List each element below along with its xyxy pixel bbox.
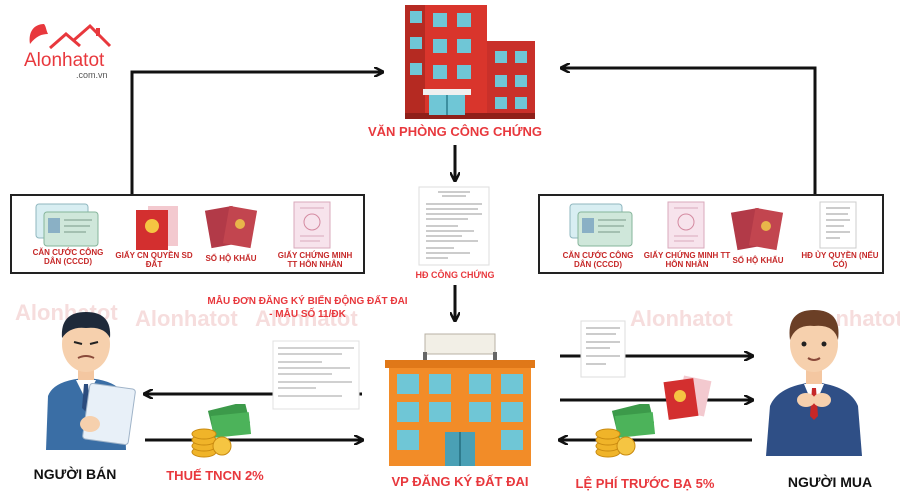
tax-payment-money[interactable]: [188, 404, 252, 460]
id-card-icon: [35, 203, 99, 247]
buyer-documents-box: CĂN CƯỚC CÔNG DÂN (CCCD) GIẤY CHỨNG MINH…: [538, 194, 884, 274]
office-building-icon: [405, 5, 535, 119]
notarized-contract-document[interactable]: [418, 186, 490, 266]
document-icon: [580, 320, 626, 378]
certificate-icon: [293, 201, 331, 249]
seller-doc-label: SỔ HỘ KHẨU: [205, 254, 257, 263]
document-icon: [819, 201, 857, 249]
seller-documents-box: CĂN CƯỚC CÔNG DÂN (CCCD) GIẤY CN QUYỀN S…: [10, 194, 365, 274]
seller-label: NGƯỜI BÁN: [33, 466, 117, 482]
registration-form-document[interactable]: [272, 340, 360, 410]
document-icon: [272, 340, 360, 410]
power-of-attorney-document[interactable]: [818, 200, 858, 250]
seller-doc-label: GIẤY CN QUYỀN SD ĐẤT: [115, 251, 193, 269]
land-registration-office-building[interactable]: [385, 328, 535, 470]
marital-status-certificate[interactable]: [666, 200, 706, 250]
red-book-icon: [663, 375, 712, 420]
notary-building[interactable]: [405, 5, 535, 120]
certificate-icon: [667, 201, 705, 249]
seller-doc-label: CĂN CƯỚC CÔNG DÂN (CCCD): [32, 248, 104, 266]
buyer-to-notary-arrow: [562, 68, 817, 194]
buyer-person[interactable]: [758, 296, 870, 456]
marital-status-certificate[interactable]: [292, 200, 332, 250]
brand-name: Alonhatot: [24, 50, 105, 71]
citizen-id-card[interactable]: [568, 202, 634, 248]
buyer-fee-label: LỆ PHÍ TRƯỚC BẠ 5%: [575, 476, 715, 491]
land-office-label: VP ĐĂNG KÝ ĐẤT ĐAI: [391, 474, 529, 489]
household-book-icon: [730, 207, 784, 251]
red-book-icon: [136, 206, 178, 250]
form-label: MẪU ĐƠN ĐĂNG KÝ BIẾN ĐỘNG ĐẤT ĐAI - MẪU …: [207, 296, 408, 320]
businessman-icon: [46, 312, 136, 450]
household-book-icon: [204, 205, 258, 249]
buyer-label: NGƯỜI MUA: [787, 474, 873, 490]
new-land-certificate[interactable]: [662, 374, 712, 420]
brand-logo[interactable]: Alonhatot .com.vn: [24, 20, 124, 80]
contract-label: HĐ CÔNG CHỨNG: [415, 270, 495, 280]
seller-doc-label: GIẤY CHỨNG MINH TT HÔN NHÂN: [277, 251, 353, 269]
buyer-doc-label: CĂN CƯỚC CÔNG DÂN (CCCD): [562, 251, 634, 269]
seller-tax-label: THUẾ TNCN 2%: [166, 468, 264, 483]
businessman-icon: [766, 310, 862, 456]
buyer-doc-label: GIẤY CHỨNG MINH TT HÔN NHÂN: [643, 251, 731, 269]
money-coins-icon: [191, 404, 252, 458]
buyer-doc-label: HĐ ỦY QUYỀN (NẾU CÓ): [801, 251, 879, 269]
seller-person[interactable]: [30, 300, 140, 450]
office-building-icon: [385, 333, 535, 466]
household-book[interactable]: [730, 206, 784, 252]
citizen-id-card[interactable]: [34, 202, 100, 248]
document-icon: [418, 186, 490, 266]
money-coins-icon: [595, 404, 656, 458]
notary-label: VĂN PHÒNG CÔNG CHỨNG: [367, 124, 542, 139]
brand-domain: .com.vn: [76, 70, 108, 80]
household-book[interactable]: [204, 204, 258, 250]
notarized-contract-copy[interactable]: [580, 320, 626, 378]
registration-fee-money[interactable]: [592, 404, 656, 460]
house-logo-icon: [29, 23, 112, 50]
id-card-icon: [569, 203, 633, 247]
buyer-doc-label: SỔ HỘ KHẨU: [732, 256, 784, 265]
land-certificate[interactable]: [134, 204, 180, 252]
seller-to-notary-arrow: [130, 72, 382, 194]
